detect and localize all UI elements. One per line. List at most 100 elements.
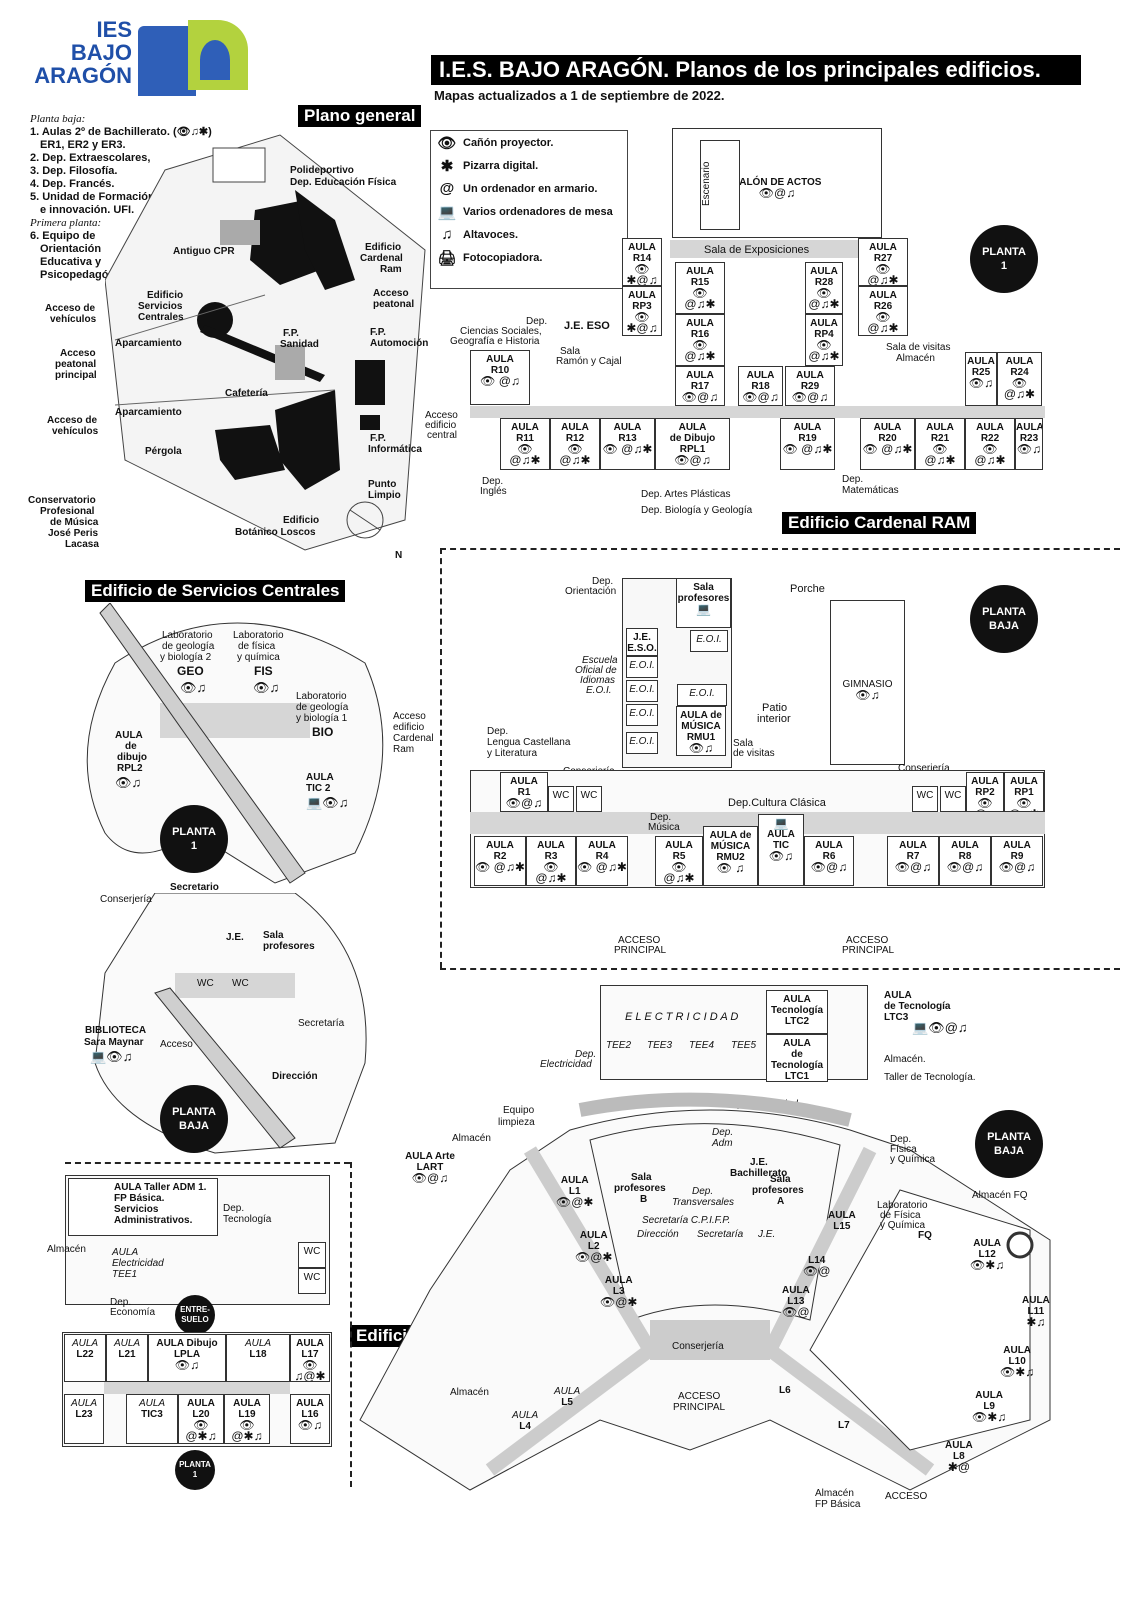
laptop-icon: 💻 bbox=[437, 203, 457, 221]
label-lab-fis: de física bbox=[238, 641, 276, 652]
logo-shape bbox=[138, 26, 196, 96]
label-biblioteca: BIBLIOTECA bbox=[85, 1025, 147, 1036]
label-dep-elec: Dep. bbox=[575, 1049, 597, 1060]
divider bbox=[440, 548, 1120, 550]
section-title-cardenal: Edificio Cardenal RAM bbox=[782, 512, 977, 534]
label-almacen: Almacén bbox=[452, 1133, 491, 1144]
eoi-room: E.O.I. bbox=[677, 684, 727, 706]
divider bbox=[440, 548, 442, 968]
label-dep-fq: Dep. bbox=[890, 1134, 912, 1145]
label-secretaria: Secretaría bbox=[697, 1229, 744, 1240]
page-subtitle: Mapas actualizados a 1 de septiembre de … bbox=[434, 88, 725, 103]
label-ram: Ram bbox=[380, 264, 402, 275]
divider bbox=[65, 1162, 350, 1164]
room-equipment: 👁♫ bbox=[253, 680, 280, 695]
label-acceso-principal: PRINCIPAL bbox=[614, 945, 667, 956]
wc: WC bbox=[298, 1242, 326, 1268]
label-almacen: Almacén. bbox=[884, 1054, 926, 1065]
label-acceso-vehiculos: Acceso de bbox=[45, 303, 96, 314]
label-dep-tec: Tecnología bbox=[223, 1214, 272, 1225]
wc: WC bbox=[298, 1268, 326, 1294]
building-polideportivo bbox=[295, 190, 355, 290]
label-equipo: limpieza bbox=[498, 1117, 535, 1128]
label-dep-lengua: Dep. bbox=[487, 726, 509, 737]
label-acceso-principal: PRINCIPAL bbox=[673, 1402, 726, 1413]
label-dep-ef: Dep. Educación Física bbox=[290, 177, 397, 188]
label-profesional: Profesional bbox=[40, 506, 95, 517]
label-je-eso: J.E. ESO bbox=[564, 320, 610, 332]
label-dep-mat: Matemáticas bbox=[842, 485, 899, 496]
label-tee1: TEE1 bbox=[112, 1269, 138, 1280]
label-tee2: TEE2 bbox=[606, 1040, 632, 1051]
label-sala-a: Sala bbox=[770, 1174, 791, 1185]
label-biblioteca: Sara Maynar bbox=[84, 1037, 144, 1048]
label-sala-b: Sala bbox=[631, 1172, 652, 1183]
eye-icon: 👁 bbox=[437, 134, 457, 152]
badge-entresuelo: ENTRE-SUELO bbox=[175, 1295, 215, 1335]
notes-heading: Primera planta: bbox=[30, 217, 102, 229]
room-equipment: 💻👁♫ bbox=[306, 795, 349, 810]
label-electricidad: E L E C T R I C I D A D bbox=[625, 1011, 739, 1023]
label-almacen-fp: Almacén bbox=[815, 1488, 854, 1499]
label-lab-fq: Laboratorio bbox=[877, 1200, 928, 1211]
label-dep-lengua: Lengua Castellana bbox=[487, 737, 571, 748]
label-fp: F.P. bbox=[370, 433, 386, 444]
label-acceso: ACCESO bbox=[885, 1491, 928, 1502]
label-pergola: Pérgola bbox=[145, 446, 182, 457]
label-acceso: edificio bbox=[393, 722, 425, 733]
label-lab-fq: y Química bbox=[880, 1220, 926, 1231]
aula-l14: L14👁@ bbox=[803, 1255, 831, 1278]
label-lab-bio: de geología bbox=[296, 702, 349, 713]
label-dep-artes: Dep. Artes Plásticas bbox=[641, 489, 731, 500]
legend-item: 🖨Fotocopiadora. bbox=[431, 246, 627, 269]
label-almacen: Almacén bbox=[896, 353, 935, 364]
logo-shape bbox=[200, 40, 230, 80]
label-dep-lengua: y Literatura bbox=[487, 748, 538, 759]
eoi-room: E.O.I. bbox=[626, 732, 658, 754]
label-dep-cs: Ciencias Sociales, bbox=[460, 326, 542, 337]
label-lab-bio: y biología 1 bbox=[296, 713, 348, 724]
label-sala-prof: Sala bbox=[263, 930, 284, 941]
label-escuela: Idiomas bbox=[580, 675, 616, 686]
label-conserjeria: Conserjería bbox=[898, 763, 950, 774]
escenario: Escenario bbox=[700, 140, 740, 230]
section-title-servicios: Edificio de Servicios Centrales bbox=[85, 580, 346, 602]
label-acceso: Ram bbox=[393, 744, 415, 755]
label-wc: WC bbox=[232, 978, 249, 989]
label-sala-a: profesores bbox=[752, 1185, 804, 1196]
label-edificio: Edificio bbox=[147, 290, 184, 301]
label-cafeteria: Cafetería bbox=[225, 388, 268, 399]
label-conserjeria: Conserjería bbox=[672, 1341, 724, 1352]
asterisk-icon: ✱ bbox=[440, 157, 454, 175]
label-je: J.E. bbox=[758, 1229, 776, 1240]
legend-item: 💻Varios ordenadores de mesa bbox=[431, 200, 627, 223]
note-item: 4. Dep. Francés. bbox=[30, 178, 115, 190]
label-lacasa: Lacasa bbox=[65, 539, 99, 550]
label-sala-a: A bbox=[777, 1196, 785, 1207]
label-je-bach: Bachillerato bbox=[730, 1168, 788, 1179]
label-secretaria: Secretaría C.P.I.F.P. bbox=[642, 1215, 731, 1226]
legend-item: ♫Altavoces. bbox=[431, 223, 627, 246]
